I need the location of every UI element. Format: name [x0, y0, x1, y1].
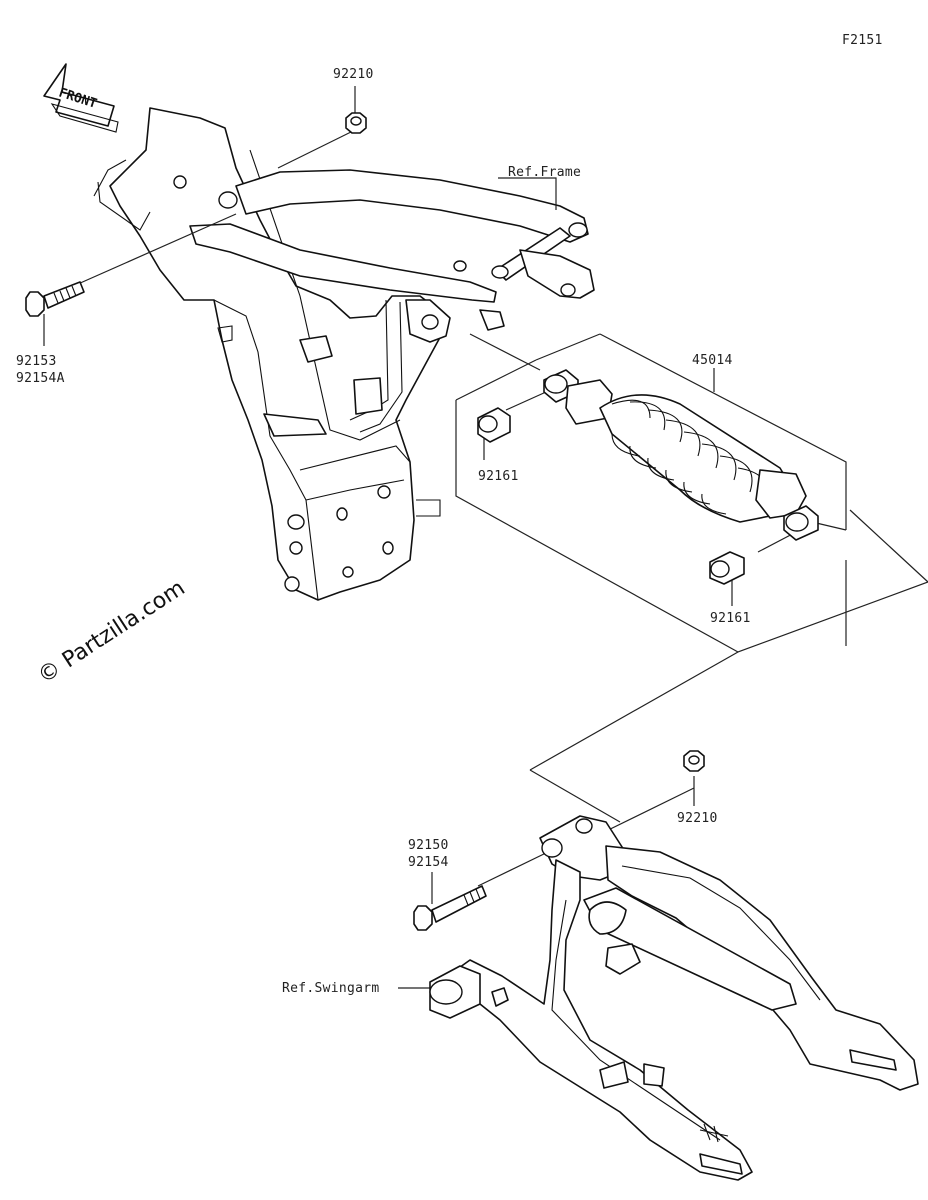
swingarm-drawing — [429, 815, 919, 1181]
label-ref-frame: Ref.Frame — [508, 165, 581, 180]
label-nut-bottom: 92210 — [677, 811, 718, 826]
label-bolt-bottom-b: 92154 — [408, 855, 449, 870]
leader-lines — [43, 86, 928, 989]
frame-drawing — [93, 107, 595, 601]
label-bolt-top-b: 92154A — [16, 371, 65, 386]
nut-92210-top — [345, 112, 367, 134]
bolt-92150-bottom — [413, 885, 487, 931]
label-bushing-upper: 92161 — [478, 469, 519, 484]
label-bolt-top-a: 92153 — [16, 354, 57, 369]
label-nut-top: 92210 — [333, 67, 374, 82]
watermark: © Partzilla.com — [34, 576, 190, 689]
bushing-92161-upper — [477, 407, 511, 443]
label-bushing-lower: 92161 — [710, 611, 751, 626]
label-ref-swingarm: Ref.Swingarm — [282, 981, 380, 996]
figure-code: F2151 — [842, 33, 883, 48]
shock-absorber-45014 — [543, 369, 819, 541]
label-shock: 45014 — [692, 353, 733, 368]
bolt-92153-top — [25, 281, 85, 317]
front-arrow-icon: FRONT — [43, 63, 119, 133]
nut-92210-bottom — [683, 750, 705, 772]
label-bolt-bottom-a: 92150 — [408, 838, 449, 853]
bushing-92161-lower — [709, 551, 745, 585]
